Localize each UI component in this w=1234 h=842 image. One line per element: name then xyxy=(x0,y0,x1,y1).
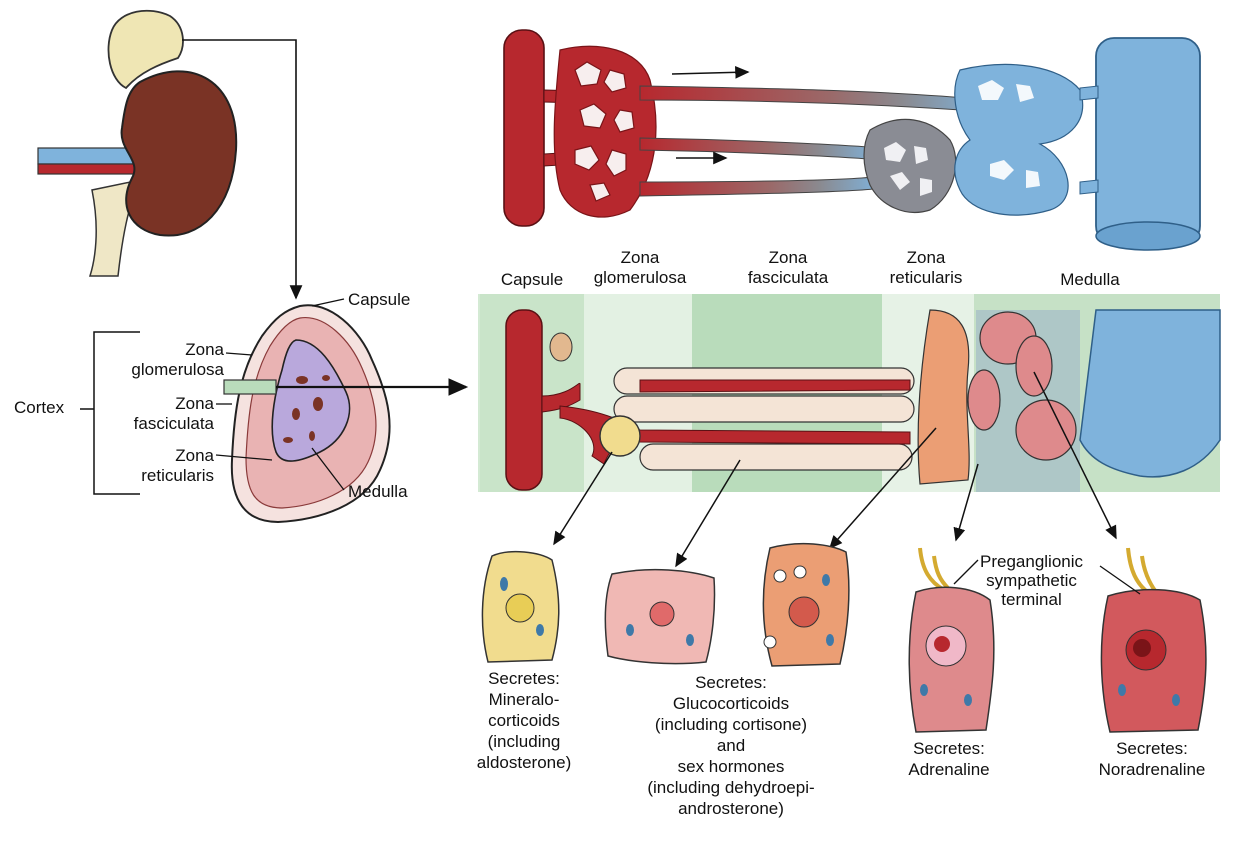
label-band-glomerulosa: Zona glomerulosa xyxy=(593,248,687,287)
vascular-diagram xyxy=(503,29,1201,251)
label-band-medulla: Medulla xyxy=(1060,270,1120,289)
cell-reticularis xyxy=(762,542,850,667)
label-zona-glomerulosa-small: Zona glomerulosa xyxy=(131,340,224,379)
capillary-plexus xyxy=(553,45,657,218)
label-preganglionic-terminal: Preganglionic sympathetic terminal xyxy=(980,552,1084,609)
zone-band xyxy=(478,294,1221,492)
medulla-core xyxy=(271,339,351,462)
medulla-cluster-2 xyxy=(967,369,1001,431)
label-band-fasciculata: Zona fasciculata xyxy=(747,248,829,287)
cortex-bracket xyxy=(93,331,140,495)
kidney xyxy=(120,70,238,237)
fasciculata-cord-2 xyxy=(613,395,915,423)
reticularis-cells xyxy=(917,309,970,485)
label-capsule-small: Capsule xyxy=(348,290,411,309)
kidney-illustration xyxy=(37,9,238,277)
label-band-reticularis: Zona reticularis xyxy=(889,248,963,287)
reticularis-sinusoids xyxy=(863,118,957,213)
label-zona-reticularis-small: Zona reticularis xyxy=(141,446,214,485)
capsular-artery xyxy=(503,29,545,227)
glomerulosa-cluster xyxy=(599,415,641,457)
cell-fasciculata xyxy=(604,568,716,665)
medullary-sinusoids xyxy=(954,63,1084,216)
renal-vein xyxy=(37,147,139,165)
secretion-fasciculata-reticularis: Secretes: Glucocorticoids (including cor… xyxy=(647,673,815,818)
cell-adrenaline xyxy=(908,547,995,733)
label-zona-fasciculata-small: Zona fasciculata xyxy=(133,394,214,433)
connector-arrow xyxy=(182,39,303,300)
secretion-glomerulosa: Secretes: Mineralo- corticoids (includin… xyxy=(476,669,572,772)
sample-box xyxy=(223,379,277,395)
secretion-noradrenaline: Secretes: Noradrenaline xyxy=(1098,739,1206,779)
label-band-capsule: Capsule xyxy=(500,270,564,289)
flow-arrow-1 xyxy=(671,65,750,79)
medullary-vein xyxy=(1095,37,1201,245)
cell-glomerulosa xyxy=(481,550,560,663)
label-cortex: Cortex xyxy=(14,398,65,417)
label-medulla-small: Medulla xyxy=(348,482,408,501)
adrenal-cross-section xyxy=(223,304,391,524)
adrenal-on-kidney xyxy=(107,9,184,90)
cell-noradrenaline xyxy=(1100,547,1207,733)
renal-artery xyxy=(37,163,139,175)
fasciculata-cord-3 xyxy=(639,443,913,471)
secretion-adrenaline: Secretes: Adrenaline xyxy=(908,739,990,779)
medulla-cluster-3 xyxy=(1015,399,1077,461)
